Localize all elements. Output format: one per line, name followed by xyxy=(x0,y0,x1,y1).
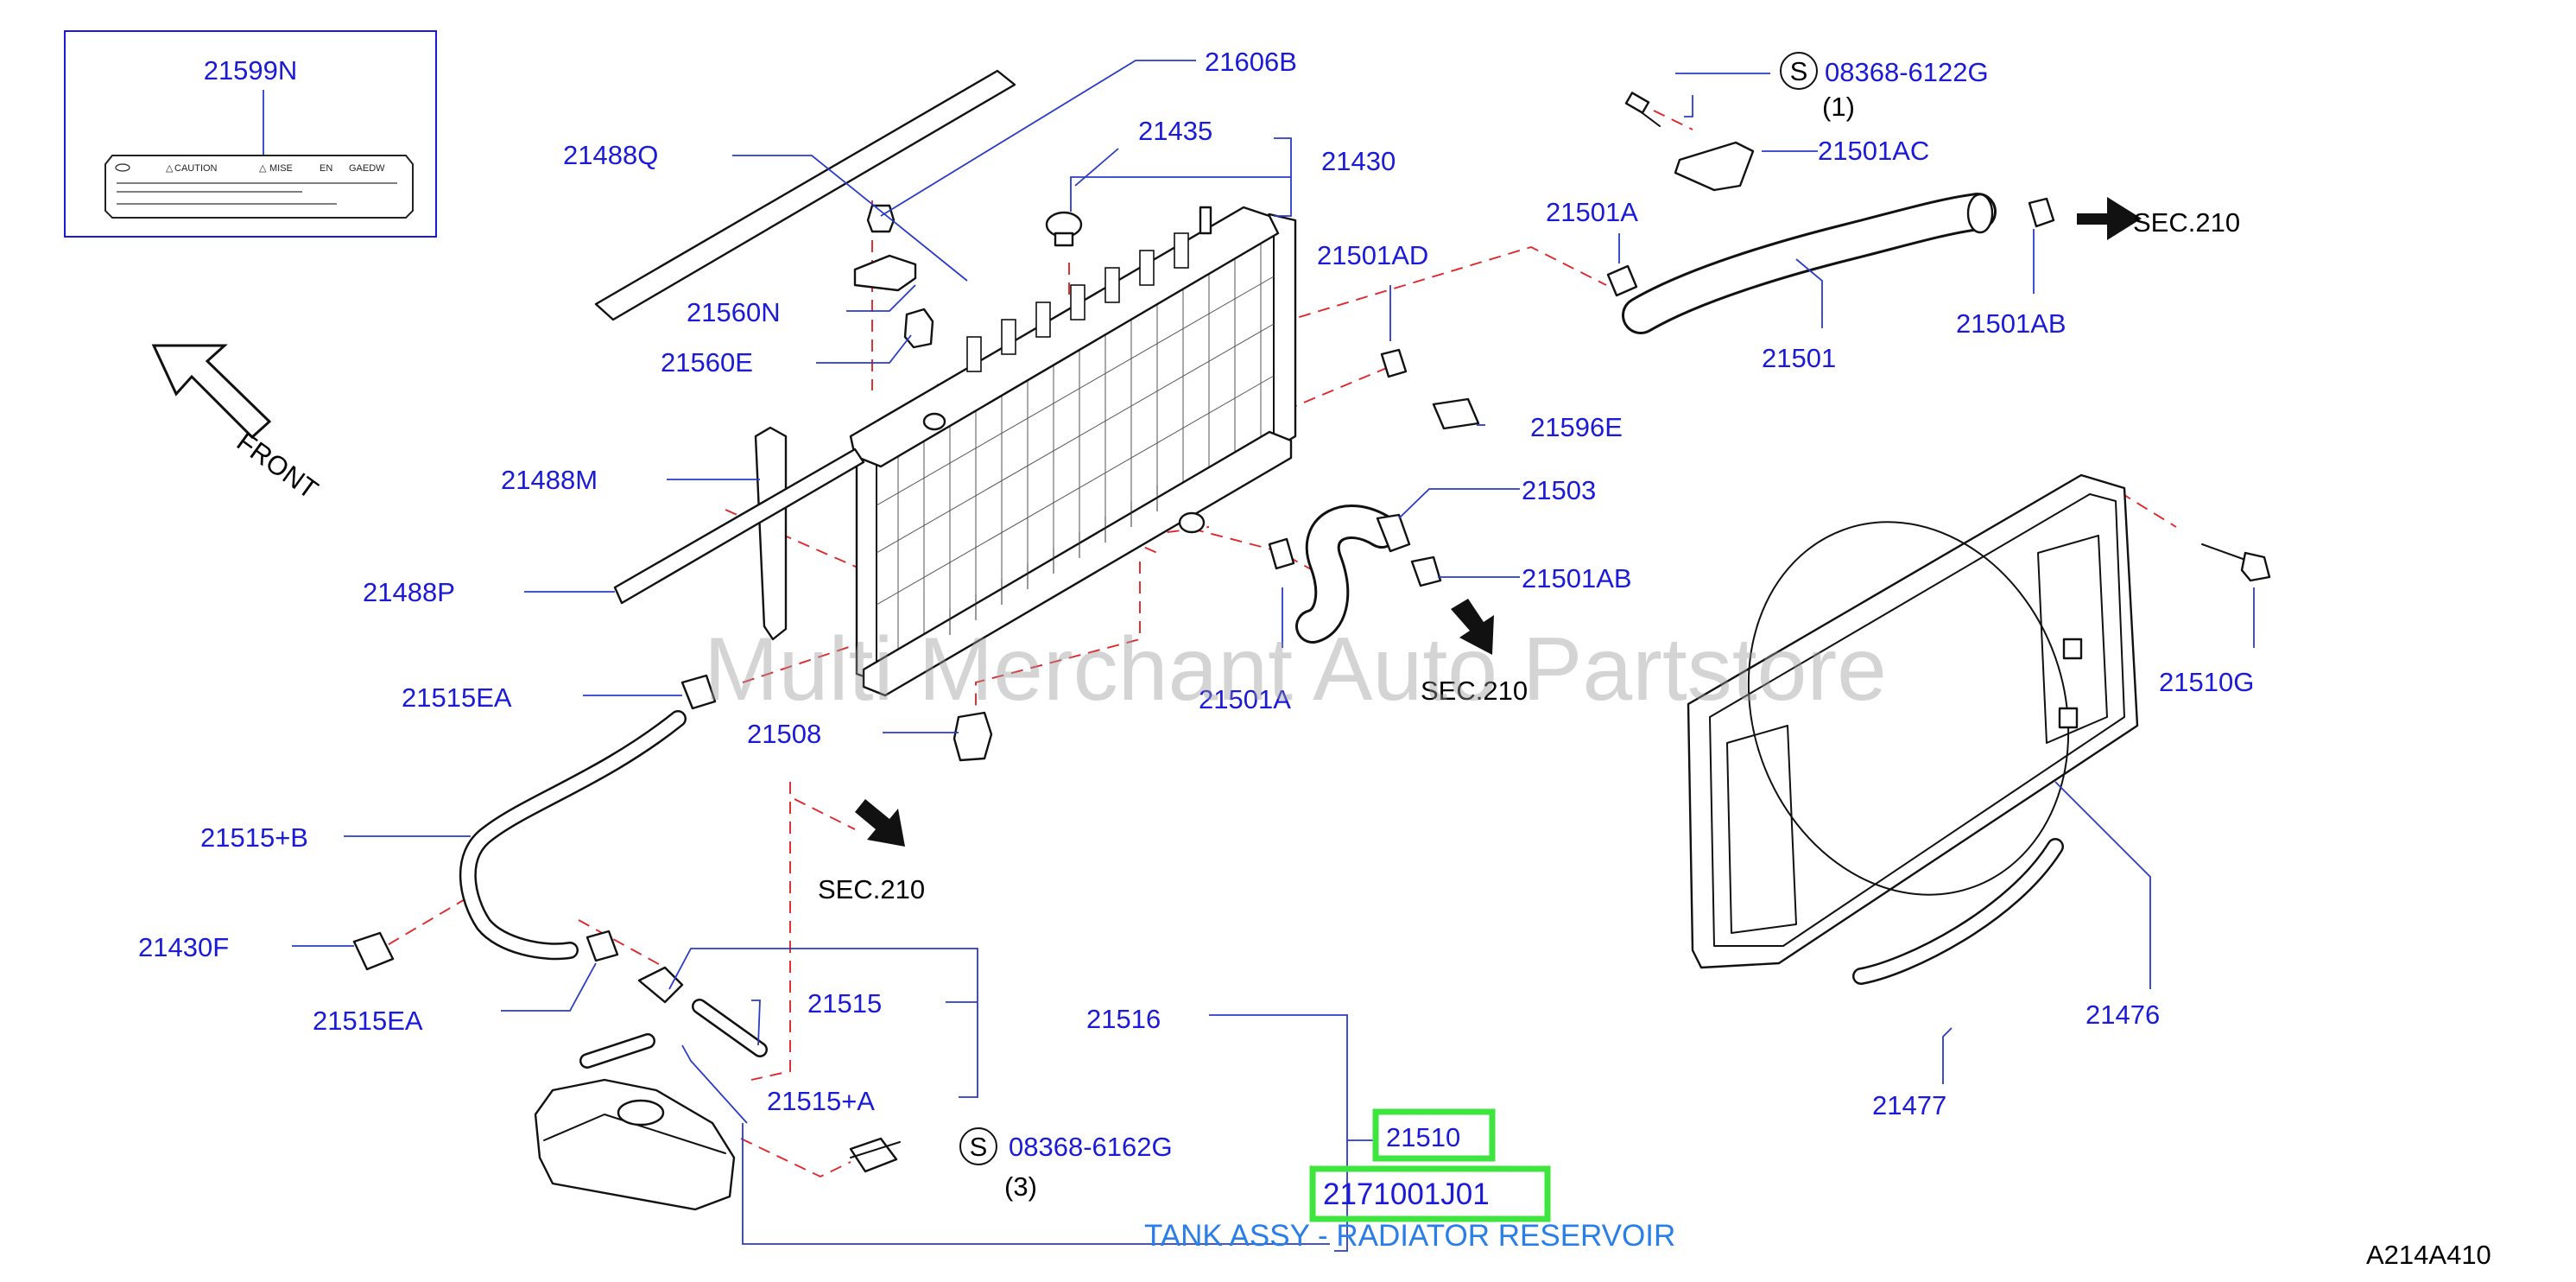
watermark: Multi Merchant Auto Partstore xyxy=(704,619,1887,720)
label-21515b[interactable]: 21515+B xyxy=(200,822,308,853)
clamp-21501ab-top xyxy=(2028,197,2055,228)
label-21501a-mid[interactable]: 21501A xyxy=(1199,684,1291,714)
lower-hose xyxy=(1268,348,1480,644)
inset-part-number[interactable]: 21599N xyxy=(204,55,298,86)
en-text: EN xyxy=(320,163,332,174)
radiator-fins xyxy=(876,244,1275,652)
label-08368-6162g[interactable]: 08368-6162G xyxy=(1009,1132,1173,1162)
label-21488p[interactable]: 21488P xyxy=(363,577,455,607)
front-label: FRONT xyxy=(231,426,324,505)
qty-08368-6162g: (3) xyxy=(1004,1171,1037,1202)
highlight-box-21510 xyxy=(1372,1108,1496,1162)
highlighted-part: 21510 2171001J01 TANK ASSY - RADIATOR RE… xyxy=(1144,1108,1675,1253)
clamp-21501a-mid xyxy=(1268,537,1295,570)
sec-arrow-icon xyxy=(2077,197,2142,240)
seal-21488p xyxy=(613,447,865,605)
label-21488q[interactable]: 21488Q xyxy=(563,140,658,170)
label-21435[interactable]: 21435 xyxy=(1138,116,1212,146)
front-arrow-icon xyxy=(151,344,272,440)
cap-21596e xyxy=(1432,397,1480,430)
sec-ref-left[interactable]: SEC.210 xyxy=(818,874,925,904)
label-21560n[interactable]: 21560N xyxy=(687,297,781,327)
upper-hose xyxy=(1606,193,2055,334)
label-21503[interactable]: 21503 xyxy=(1522,475,1596,505)
mise-text: MISE xyxy=(269,163,293,174)
label-21476[interactable]: 21476 xyxy=(2085,1000,2160,1030)
clamp-21430f xyxy=(352,931,395,971)
label-21501a-top[interactable]: 21501A xyxy=(1546,197,1638,227)
warning-triangle-icon: △ xyxy=(166,163,174,174)
label-21488m[interactable]: 21488M xyxy=(501,465,598,495)
label-21510g[interactable]: 21510G xyxy=(2159,667,2254,697)
bolt-08368-6162g xyxy=(849,1137,901,1173)
reservoir-tank xyxy=(534,1078,736,1211)
connector-21515 xyxy=(637,966,684,1004)
clamp-21515ea-top xyxy=(680,674,717,710)
cap-neck xyxy=(1054,232,1074,247)
fan-shroud xyxy=(1687,473,2139,969)
label-21606b[interactable]: 21606B xyxy=(1205,47,1297,77)
label-21515ea-bot[interactable]: 21515EA xyxy=(313,1006,423,1036)
bracket-21501ac xyxy=(1674,141,1755,192)
bolt-08368-6122g xyxy=(1624,92,1661,127)
highlight-description: TANK ASSY - RADIATOR RESERVOIR xyxy=(1144,1219,1675,1253)
label-21596e[interactable]: 21596E xyxy=(1530,412,1623,442)
warning-triangle-icon: △ xyxy=(259,163,267,174)
label-21477[interactable]: 21477 xyxy=(1872,1090,1946,1120)
s-badge-top: S xyxy=(1780,52,1818,90)
label-21515a[interactable]: 21515+A xyxy=(767,1086,875,1116)
highlight-part-label[interactable]: 21510 xyxy=(1386,1122,1460,1152)
qty-08368-6122g: (1) xyxy=(1822,92,1855,122)
label-21515[interactable]: 21515 xyxy=(807,988,882,1019)
diagram-code: A214A410 xyxy=(2366,1240,2491,1270)
reservoir-cap xyxy=(617,1099,665,1127)
drain-21508 xyxy=(953,711,993,762)
label-21501[interactable]: 21501 xyxy=(1762,343,1836,373)
overflow-hose xyxy=(352,674,717,971)
front-arrow: FRONT xyxy=(151,344,324,505)
clamp-21501ad xyxy=(1380,348,1408,378)
seal-21488q xyxy=(594,69,1016,321)
clamp-21501a-top xyxy=(1606,264,1638,297)
part-labels: 21606B 21435 21430 21488Q 21560N 21560E … xyxy=(138,47,2254,1202)
gaedw-text: GAEDW xyxy=(349,163,385,174)
sec-ref-top[interactable]: SEC.210 xyxy=(2133,207,2240,238)
sec-ref-mid[interactable]: SEC.210 xyxy=(1421,676,1528,706)
seal-21488m xyxy=(754,426,788,641)
s-badge-bottom: S xyxy=(959,1127,997,1165)
radiator xyxy=(849,206,1297,697)
sec-arrow-icon xyxy=(1451,599,1494,655)
label-21516[interactable]: 21516 xyxy=(1086,1004,1161,1034)
bushing-21560e xyxy=(903,308,934,349)
inset-box: 21599N CAUTION △ △ MISE EN GAEDW xyxy=(64,30,437,238)
oval-icon xyxy=(115,163,130,172)
highlight-part-number[interactable]: 2171001J01 xyxy=(1323,1177,1490,1211)
svg-text:S: S xyxy=(970,1132,988,1162)
bracket-21560n xyxy=(853,254,917,292)
label-21560e[interactable]: 21560E xyxy=(661,347,753,378)
label-08368-6122g[interactable]: 08368-6122G xyxy=(1825,57,1989,87)
label-21430[interactable]: 21430 xyxy=(1321,146,1396,176)
label-21501ab-top[interactable]: 21501AB xyxy=(1956,308,2066,339)
label-21508[interactable]: 21508 xyxy=(747,719,821,749)
leader-lines xyxy=(292,60,2255,1252)
label-21501ab-mid[interactable]: 21501AB xyxy=(1522,563,1632,593)
svg-text:S: S xyxy=(1790,56,1808,86)
bolt-21510g xyxy=(2201,543,2271,582)
clamp-21501ab-mid xyxy=(1410,555,1442,587)
sec-arrow-icon xyxy=(855,799,905,847)
label-21430f[interactable]: 21430F xyxy=(138,932,229,962)
highlight-box-part-number xyxy=(1309,1165,1551,1222)
label-21501ad[interactable]: 21501AD xyxy=(1317,240,1428,270)
label-21515ea-top[interactable]: 21515EA xyxy=(402,682,512,713)
caution-text: CAUTION xyxy=(174,163,218,174)
clamp-21515ea-bot xyxy=(585,930,619,962)
label-21501ac[interactable]: 21501AC xyxy=(1818,136,1929,166)
